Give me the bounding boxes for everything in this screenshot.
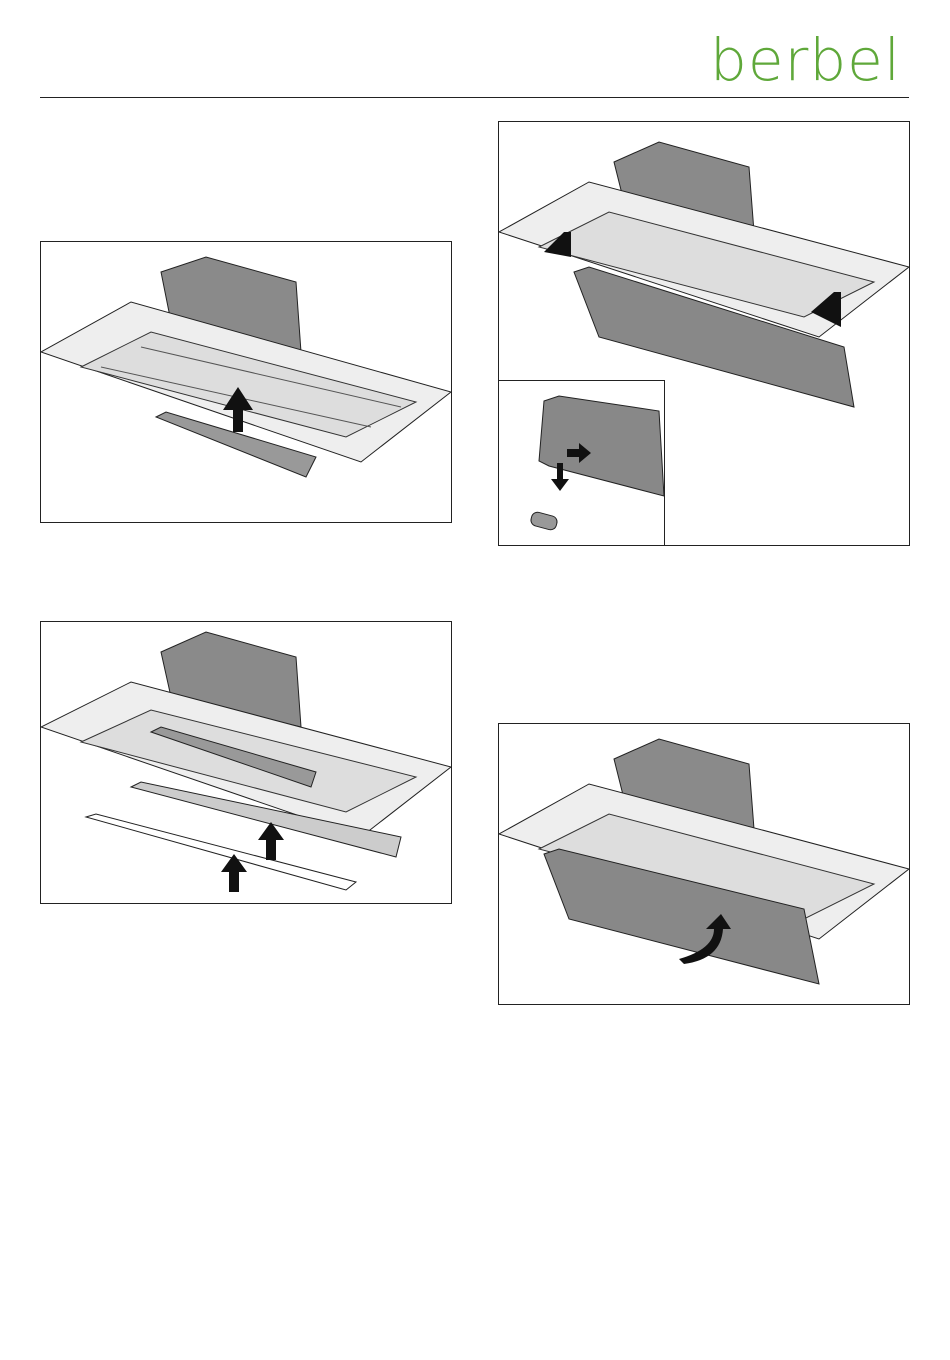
hinge-pin-detail-inset [499,380,665,545]
up-arrow-icon [221,854,247,892]
up-arrow-icon [223,387,253,432]
down-arrow-icon [551,463,569,491]
curved-arrow-icon [679,914,731,964]
front-panel-close-illustration [499,738,909,985]
header-divider [40,97,909,98]
figure-front-panel-release [498,121,910,546]
down-arrow-icon [811,292,841,327]
figure-front-panel-close [498,723,910,1005]
right-arrow-icon [567,443,591,463]
figure-filter-removal [40,241,452,523]
berbel-logo: berbel [710,26,901,94]
figure-panel-assembly [40,621,452,904]
down-arrow-icon [544,232,571,257]
panel-assembly-illustration [41,631,451,892]
front-panel-release-illustration [499,141,909,408]
filter-removal-illustration [41,256,451,478]
up-arrow-icon [258,822,284,860]
hinge-pin-detail-illustration [530,395,664,531]
